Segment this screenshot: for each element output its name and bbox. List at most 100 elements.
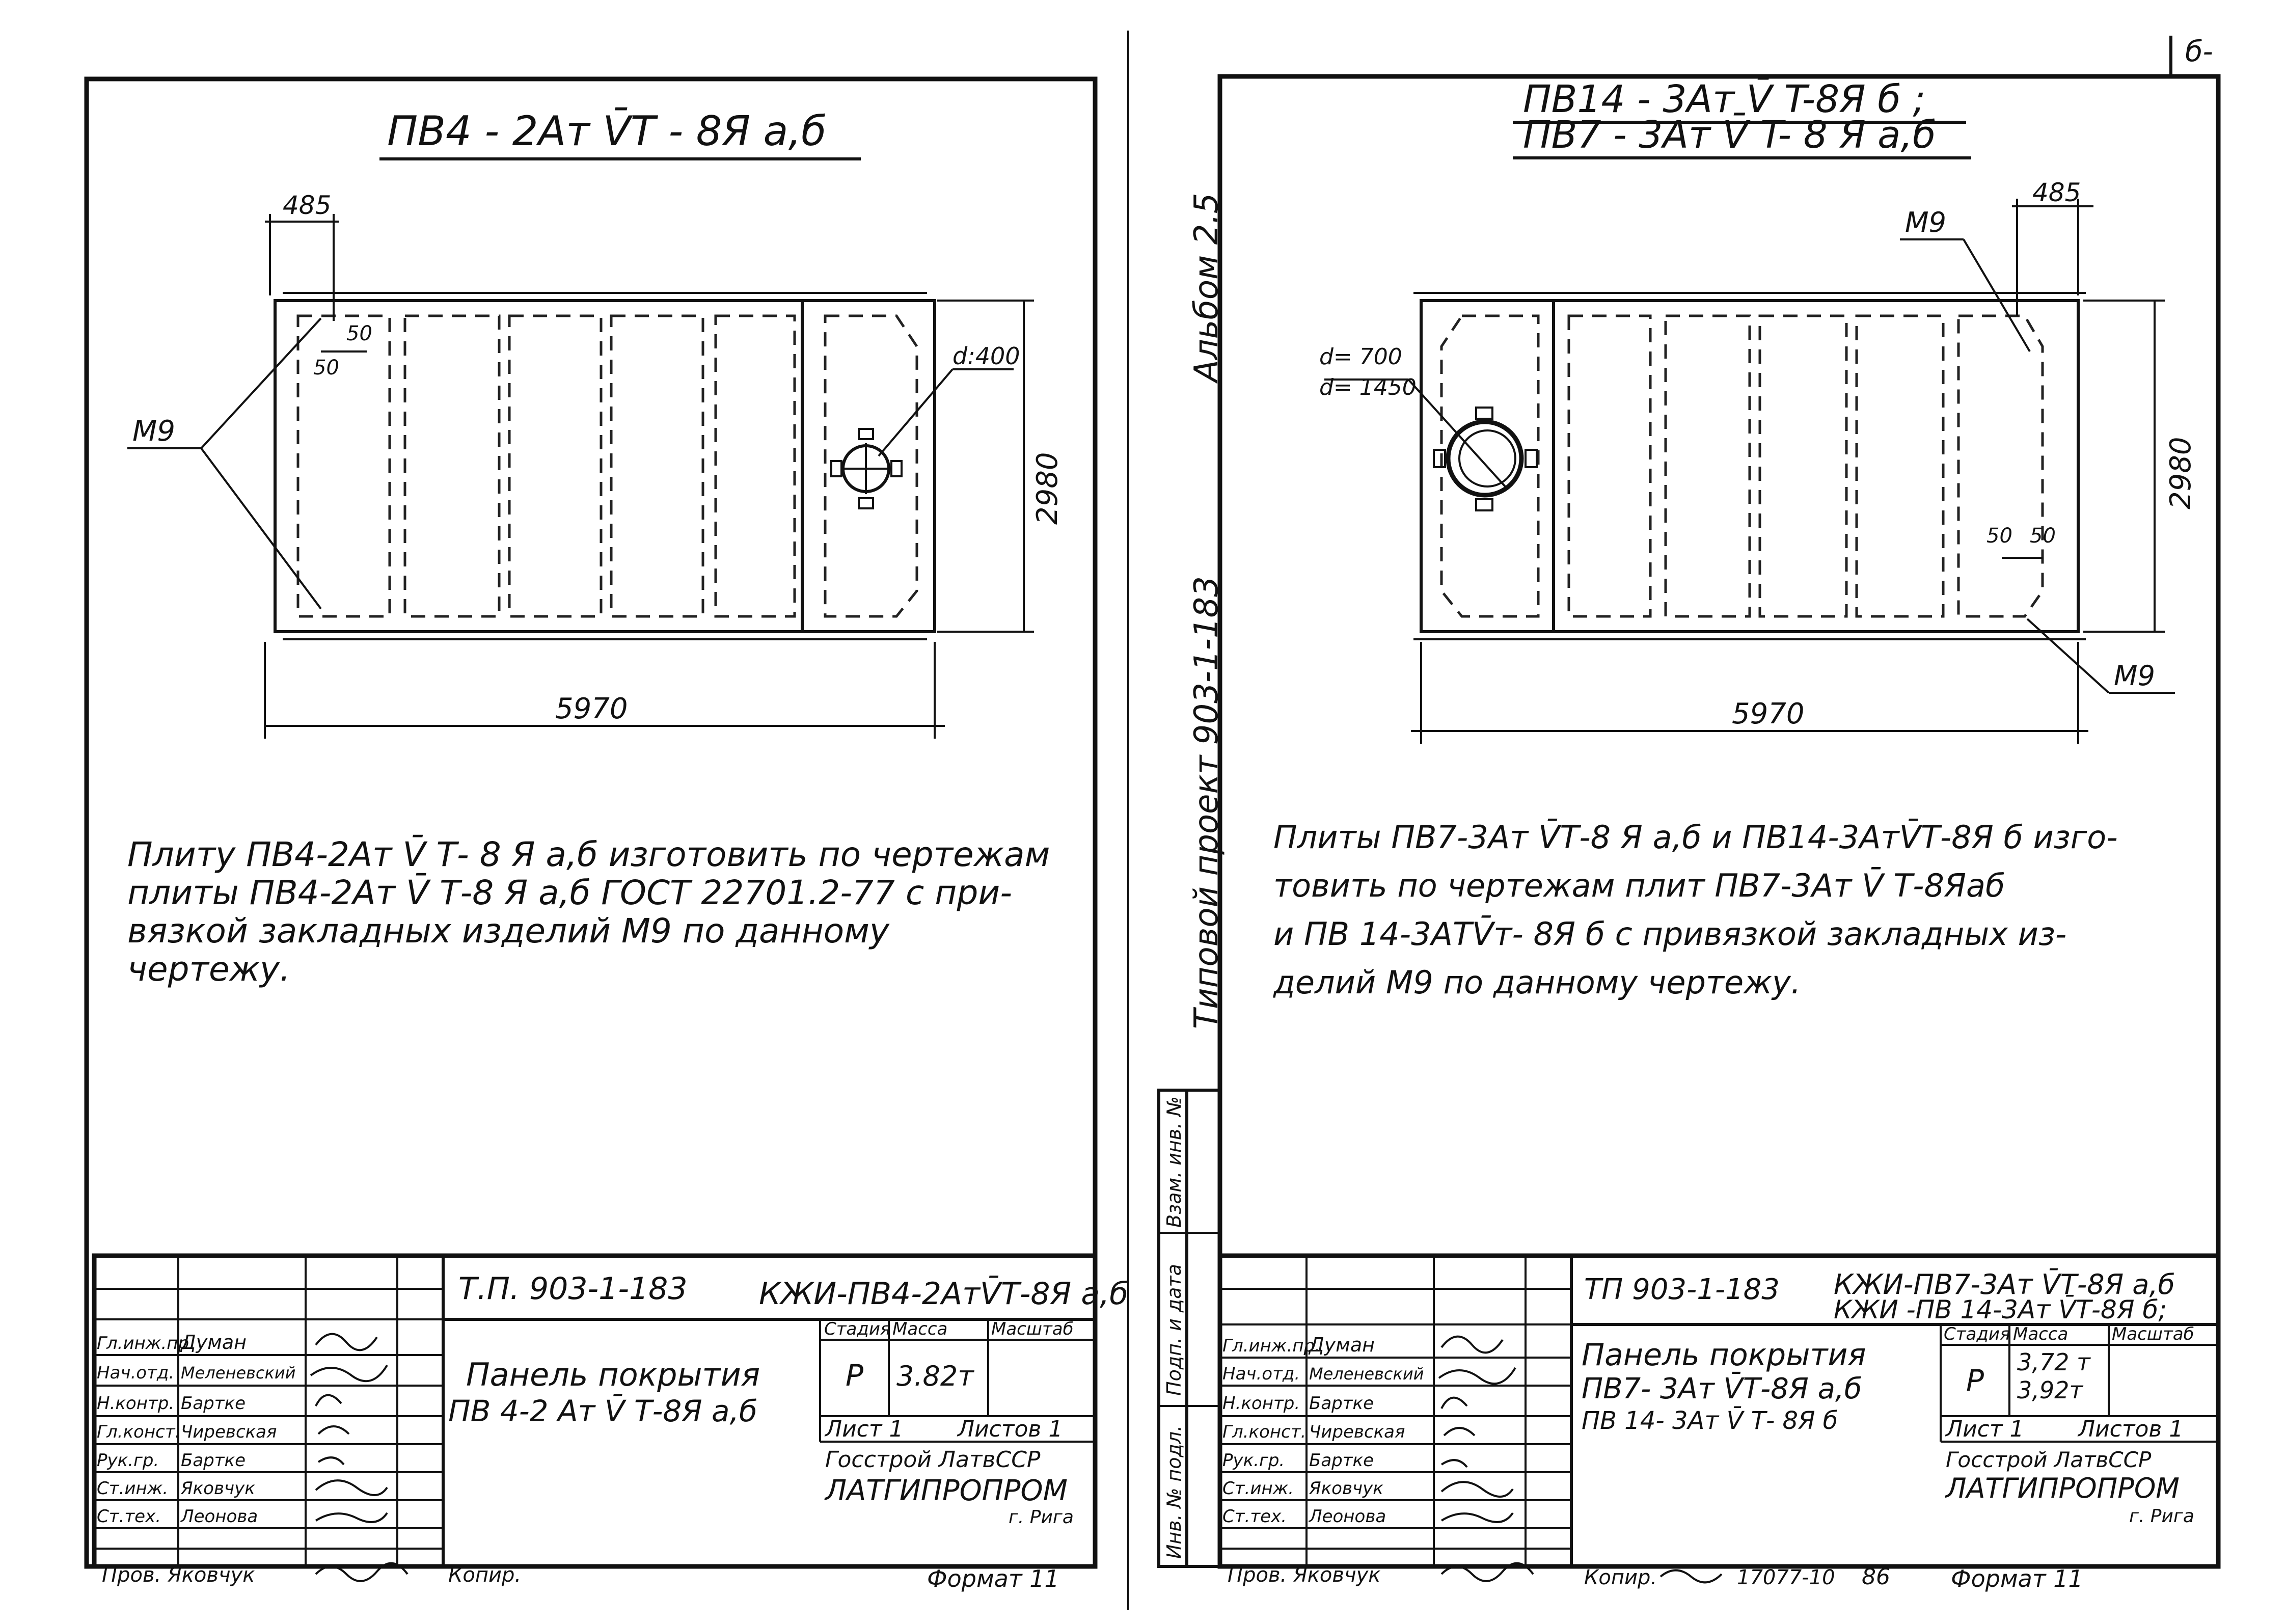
left-hole-label: d:400 (953, 342, 1020, 370)
left-tb-header-stage: Стадия (824, 1319, 890, 1339)
right-tb-sheet: Лист 1 (1945, 1416, 2024, 1442)
left-sig-role-7: Ст.тех. (97, 1506, 161, 1527)
right-hole-lug-left (1433, 449, 1446, 468)
right-tb-name-3: ПВ 14- 3Ат V̄ Т- 8Я б (1582, 1406, 1838, 1435)
right-tb-code-right-2: КЖИ -ПВ 14-3Ат V̄Т-8Я б; (1834, 1294, 2167, 1324)
left-sig-role-1: Гл.инж.пр. (97, 1333, 195, 1354)
left-note-line-2: плиты ПВ4-2Ат V̄ Т-8 Я а,б ГОСТ 22701.2-… (127, 873, 1012, 912)
right-tb-code-right-1: КЖИ-ПВ7-3Ат V̄Т-8Я а,б (1834, 1268, 2175, 1301)
right-insert-label-top: М9 (1905, 206, 1946, 238)
right-rib-3 (1664, 314, 1751, 618)
left-hole-leader (878, 368, 954, 457)
right-format: Формат 11 (1951, 1565, 2083, 1592)
left-tb-header-mass: Масса (892, 1319, 947, 1339)
right-sig-role-4: Гл.конст. (1222, 1422, 1306, 1442)
right-title-1: ПВ14 - 3Ат V̄ T-8Я б ; (1523, 77, 1925, 121)
right-note-line-2: товить по чертежам плит ПВ7-3Ат V̄ Т-8Яа… (1273, 867, 2005, 904)
left-rib-6 (824, 314, 918, 618)
right-rib-1 (1440, 314, 1540, 618)
vertical-stamp: Альбом 2.5 Типовой проект 903-1-183 Взам… (1157, 193, 1226, 1568)
left-dim-edge-b: 50 (313, 356, 339, 380)
right-tb-sheets: Листов 1 (2077, 1416, 2183, 1442)
right-hole-lug-top (1475, 407, 1493, 420)
right-hole-label-a: d= 700 (1319, 344, 1402, 370)
right-hole-inner (1458, 429, 1516, 488)
left-titleblock: Т.П. 903-1-183 КЖИ-ПВ4-2АтV̄Т-8Я а,б Пан… (92, 1253, 1128, 1569)
right-sig-name-4: Чиревская (1309, 1422, 1405, 1442)
right-rib-4 (1758, 314, 1848, 618)
right-hole (1446, 419, 1524, 498)
right-rib-2 (1567, 314, 1652, 618)
right-dim-edge-b: 50 (2030, 524, 2056, 548)
right-hole-lug-bottom (1475, 498, 1493, 511)
right-hole-leader (1407, 378, 1506, 488)
right-page-number: 86 (1862, 1564, 1890, 1590)
right-copied: Копир. (1584, 1566, 1657, 1589)
left-tb-org-1: Госстрой ЛатвССР (825, 1447, 1041, 1473)
left-dimensions: 5970 2980 485 50 50 (264, 191, 1064, 739)
left-panel-outline (274, 299, 936, 633)
right-tb-stage: Р (1966, 1363, 1984, 1398)
right-inv-number: 17077-10 (1737, 1566, 1835, 1589)
right-sig-name-7: Леонова (1308, 1506, 1386, 1527)
left-rib-1 (296, 314, 391, 618)
right-copied-signature (1659, 1569, 1723, 1584)
corner-mark: б- (2185, 35, 2213, 68)
left-tb-city: г. Рига (1009, 1507, 1074, 1528)
left-note-line-1: Плиту ПВ4-2Ат V̄ Т- 8 Я а,б изготовить п… (127, 835, 1050, 874)
left-tb-org-2: ЛАТГИПРОПРОМ (824, 1474, 1068, 1507)
left-dim-height: 2980 (1031, 452, 1064, 525)
right-checker-signature (1440, 1562, 1534, 1582)
left-note-line-3: вязкой закладных изделий М9 по данному (127, 911, 890, 951)
left-sig-name-7: Леонова (180, 1506, 258, 1527)
left-signature-scribbles (310, 1333, 388, 1523)
right-dim-offset: 485 (2032, 178, 2081, 207)
right-sig-name-3: Бартке (1309, 1393, 1374, 1414)
right-signature-scribbles (1438, 1335, 1516, 1523)
right-note-line-3: и ПВ 14-3АТV̄т- 8Я б с привязкой закладн… (1273, 915, 2066, 953)
left-sig-name-4: Чиревская (181, 1422, 277, 1442)
left-insert-leader-2 (200, 447, 322, 610)
right-tb-org-2: ЛАТГИПРОПРОМ (1945, 1472, 2180, 1504)
right-sig-role-1: Гл.инж.пр. (1222, 1336, 1320, 1356)
right-tb-header-stage: Стадия (1944, 1324, 2010, 1344)
left-sig-name-3: Бартке (181, 1393, 246, 1414)
right-tb-city: г. Рига (2129, 1506, 2194, 1527)
left-checker: Пров. Яковчук (102, 1563, 255, 1587)
left-dim-width: 5970 (555, 692, 628, 725)
left-sig-role-3: Н.контр. (97, 1393, 174, 1414)
left-sig-role-6: Ст.инж. (97, 1478, 168, 1499)
right-panel-plan: d= 700 d= 1450 (1319, 292, 2086, 640)
left-tb-name-2: ПВ 4-2 Ат V̄ Т-8Я а,б (448, 1393, 757, 1428)
left-hole-lug-right (890, 460, 903, 477)
right-tb-org-1: Госстрой ЛатвССР (1946, 1447, 2152, 1472)
right-note-line-1: Плиты ПВ7-3Ат V̄Т-8 Я а,б и ПВ14-3АтV̄Т-… (1273, 819, 2118, 856)
right-dim-edge-a: 50 (1986, 524, 2012, 548)
left-tb-stage: Р (846, 1358, 863, 1393)
right-rib-5 (1855, 314, 1945, 618)
right-sig-name-1: Думан (1308, 1334, 1375, 1356)
left-hole-lug-bottom (858, 497, 874, 509)
right-hole-label-b: d= 1450 (1319, 374, 1417, 400)
right-sig-name-2: Меленевский (1309, 1364, 1424, 1384)
left-sig-role-4: Гл.конст. (97, 1422, 180, 1442)
left-sig-role-5: Рук.гр. (97, 1450, 159, 1471)
left-sig-name-6: Яковчук (180, 1478, 255, 1499)
right-tb-mass-1: 3,72 т (2017, 1348, 2091, 1376)
left-rib-3 (508, 314, 603, 618)
left-note: Плиту ПВ4-2Ат V̄ Т- 8 Я а,б изготовить п… (127, 835, 1050, 989)
left-tb-header-scale: Масштаб (991, 1319, 1074, 1339)
right-note-line-4: делий М9 по данному чертежу. (1273, 964, 1801, 1001)
right-sig-role-5: Рук.гр. (1222, 1450, 1285, 1471)
left-sig-name-1: Думан (180, 1331, 247, 1354)
right-sig-role-3: Н.контр. (1222, 1393, 1300, 1414)
left-title: ПВ4 - 2Ат V̄T - 8Я а,б (387, 107, 826, 155)
right-panel-outline (1420, 299, 2080, 633)
left-tb-sheet: Лист 1 (824, 1416, 903, 1442)
right-hole-lug-right (1525, 449, 1538, 468)
left-copied: Копир. (448, 1563, 521, 1587)
left-hole-lug-left (830, 460, 842, 477)
left-rib-5 (714, 314, 796, 618)
vertical-col-label-2: Подп. и дата (1163, 1264, 1185, 1396)
